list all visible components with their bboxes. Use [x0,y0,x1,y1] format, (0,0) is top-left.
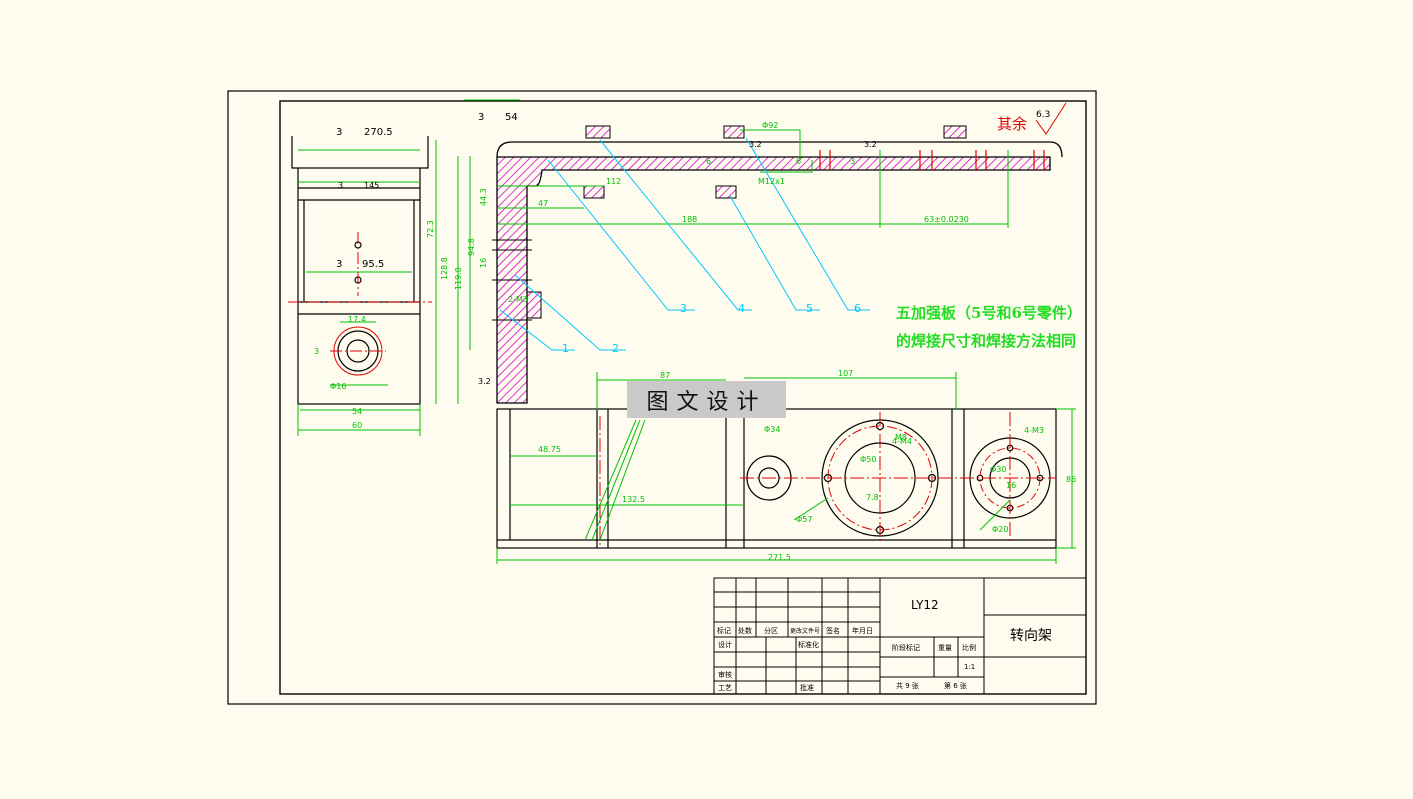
note-line-2: 的焊接尺寸和焊接方法相同 [896,332,1076,350]
top-section-dims [464,99,1009,228]
dim-text: Φ57 [796,515,812,524]
weld-label: 145 [364,181,379,190]
dim-text: 16 [479,258,488,268]
dim-text: 112 [606,177,621,186]
title-block-text: LY12 转向架 标记 处数 分区 更改文件号 签名 年月日 设计 审核 工艺 … [717,598,1052,692]
dim-text: 3 [850,157,855,166]
weld-label: 3 [338,181,343,190]
dim-text: Φ92 [762,121,778,130]
header-zone: 分区 [764,626,778,635]
dim-text: M8 [895,433,907,442]
weld-label: 3 [478,112,484,123]
dim-text: 60 [352,421,362,430]
standardize-label: 标准化 [798,640,819,649]
inner-border [279,100,1087,695]
scale-label: 比例 [962,643,976,652]
dim-text: Φ30 [990,465,1006,474]
dim-text: 7.8 [866,493,879,502]
material-label: LY12 [911,598,939,612]
dim-text: 63±0.0230 [924,215,969,224]
dim-text: 17.4 [348,315,366,324]
dim-text: Φ16 [330,382,346,391]
dim-text: 54 [352,407,362,416]
weld-label: 95.5 [362,259,384,270]
welding-note: 五加强板（5号和6号零件） 的焊接尺寸和焊接方法相同 [896,304,1082,350]
plan-view-dims [496,372,1076,564]
bottom-dims-text: 87 107 48.75 132.5 271.5 Φ34 Φ57 4-M4 Φ5… [538,369,1076,562]
left-view-dims [297,140,471,436]
dim-text: 6 [796,157,801,166]
dim-text: 94.8 [467,238,476,256]
balloon-2: 2 [612,342,619,355]
dim-text: 86 [1066,475,1076,484]
left-dims-text: 17.4 3 Φ16 54 60 44.3 94.8 119.8 128.8 7… [314,188,907,442]
header-date: 年月日 [852,626,873,635]
scale-value: 1:1 [964,663,975,671]
dim-text: Φ20 [992,525,1008,534]
approve-label: 批准 [800,683,814,692]
left-view-centerlines [288,232,432,376]
surface-finish-label: 其余 [997,115,1027,133]
balloon-4: 4 [738,302,745,315]
dim-text: 87 [660,371,670,380]
outer-border [227,90,1097,705]
dim-text: 119.8 [454,267,463,290]
top-section [492,125,1063,404]
surface-finish: 其余 6.3 3.2 3.2 3.2 [478,102,1067,386]
dim-text: 16 [1006,481,1016,490]
balloon-1: 1 [562,342,569,355]
note-line-1: 五加强板（5号和6号零件） [896,304,1082,322]
dim-text: 2-M3 [508,295,528,304]
dim-text: 271.5 [768,553,791,562]
top-dims-text: Φ92 112 47 188 63±0.0230 M12x1 6 6 3 [538,121,969,224]
dim-text: Φ34 [764,425,780,434]
row-review: 审核 [718,670,732,679]
balloon-6: 6 [854,302,861,315]
sheet-number: 第 6 张 [944,681,967,690]
dim-text: 128.8 [440,257,449,280]
dim-text: M12x1 [758,177,785,186]
weld-label: 270.5 [364,127,393,138]
weight-label: 重量 [938,644,952,652]
dim-text: 72.3 [426,220,435,238]
dim-text: 132.5 [622,495,645,504]
header-change-doc: 更改文件号 [790,627,820,635]
dim-text: 4-M4 [892,437,912,446]
balloon-5: 5 [806,302,813,315]
dim-text: 3 [314,347,319,356]
header-count: 处数 [738,626,752,635]
total-sheets: 共 9 张 [896,681,919,690]
stage-label: 阶段标记 [892,643,920,652]
title-block-grid [713,577,1087,695]
left-view [291,136,429,405]
header-mark: 标记 [717,626,731,635]
dim-text: Φ50 [860,455,876,464]
dim-text: 188 [682,215,697,224]
header-sign: 签名 [826,626,840,635]
weld-labels: 3 270.5 3 145 3 95.5 3 54 [336,112,518,270]
balloon-numbers: 1 2 3 4 5 6 [562,302,861,355]
leader-lines [499,137,870,351]
row-process: 工艺 [718,684,732,692]
roughness-mark: 3.2 [749,140,762,149]
dim-text: 107 [838,369,853,378]
dim-text: 47 [538,199,548,208]
dim-text: 44.3 [479,188,488,206]
dim-text: 48.75 [538,445,561,454]
weld-label: 3 [336,127,342,138]
watermark-overlay: 图文设计 [627,381,786,418]
dim-text: 4-M3 [1024,426,1044,435]
dim-text: 6 [706,157,711,166]
weld-label: 54 [505,112,518,123]
roughness-mark: 3.2 [864,140,877,149]
surface-finish-value: 6.3 [1036,110,1050,120]
roughness-mark: 3.2 [478,377,491,386]
weld-label: 3 [336,259,342,270]
plan-view-centerlines [599,412,1056,548]
balloon-3: 3 [680,302,687,315]
part-name: 转向架 [1010,628,1052,644]
row-design: 设计 [718,640,732,649]
